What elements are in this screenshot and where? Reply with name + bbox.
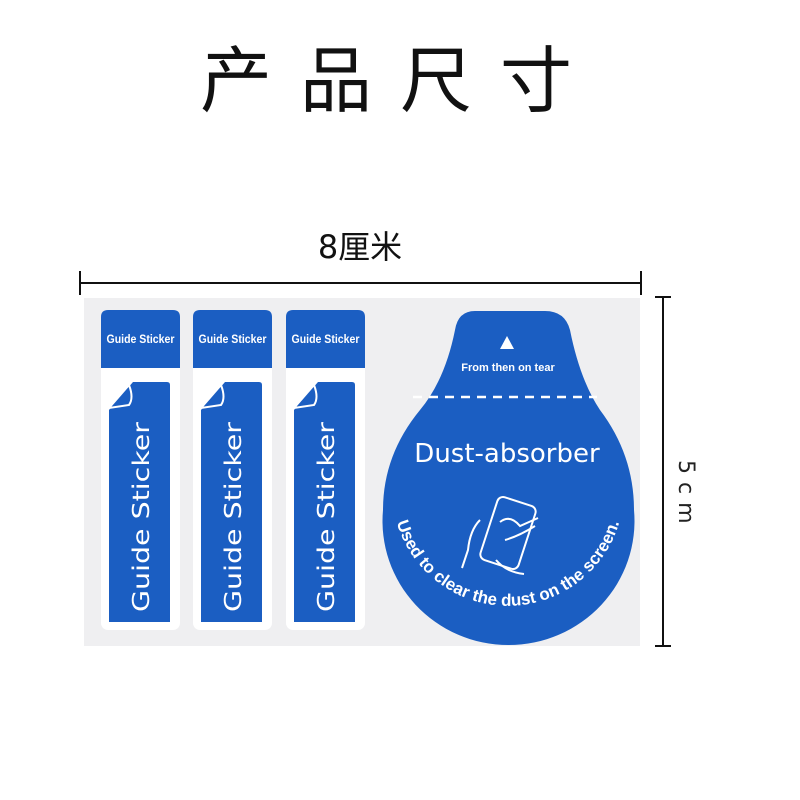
width-label: 8厘米 [317,228,403,266]
hand-phone-icon [461,495,539,575]
sticker-tab [286,310,365,368]
sticker-body [109,382,170,622]
sticker-tab-label: Guide Sticker [199,332,267,346]
sticker-tab-label: Guide Sticker [292,332,360,346]
sticker-body [201,382,262,622]
peel-corner-icon [106,383,133,410]
dust-absorber-sticker: From then on tear Dust-absorber Used to … [382,311,635,646]
sticker-tab [193,310,272,368]
height-label: 5cm [673,460,698,532]
peel-corner-icon [198,383,225,410]
sticker-tab-label: Guide Sticker [107,332,175,346]
tear-hint: From then on tear [461,362,555,374]
arrow-up-icon [500,336,514,349]
dust-absorber-title: Dust-absorber [414,439,600,469]
height-dimension-line [655,296,671,647]
width-dimension-line [79,271,642,295]
sticker-body-label: Guide Sticker [221,421,247,612]
page-title: 产品尺寸 [199,39,600,123]
peel-corner-icon [291,383,318,410]
sticker-tab [101,310,180,368]
sticker-body-label: Guide Sticker [129,421,155,612]
sticker-body [294,382,355,622]
sticker-body-label: Guide Sticker [314,421,340,612]
